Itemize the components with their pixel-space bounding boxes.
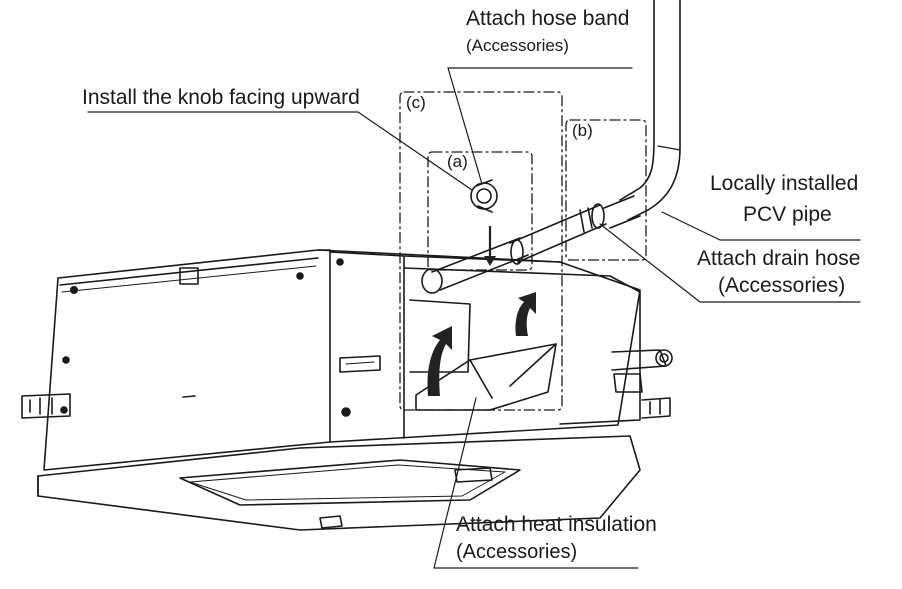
down-arrow-icon bbox=[484, 226, 496, 266]
tag-c: (c) bbox=[406, 93, 426, 112]
tag-a: (a) bbox=[447, 152, 468, 171]
label-pcv-line1: Locally installed bbox=[710, 172, 859, 195]
label-hose-band-sub: (Accessories) bbox=[466, 36, 569, 55]
hose-band bbox=[470, 179, 498, 213]
tag-b: (b) bbox=[572, 121, 593, 140]
left-hanger-bracket bbox=[21, 393, 71, 419]
label-heat-insulation-sub: (Accessories) bbox=[456, 541, 578, 563]
indoor-unit-body bbox=[43, 249, 641, 471]
ceiling-panel bbox=[37, 435, 641, 531]
label-pcv-line2: PCV pipe bbox=[743, 203, 832, 226]
label-drain-hose: Attach drain hose bbox=[697, 247, 861, 270]
label-knob: Install the knob facing upward bbox=[82, 86, 360, 109]
label-drain-hose-sub: (Accessories) bbox=[718, 274, 846, 297]
curved-arrow-icon bbox=[427, 326, 452, 396]
detail-frames bbox=[399, 91, 647, 411]
label-heat-insulation: Attach heat insulation bbox=[456, 513, 657, 536]
label-hose-band: Attach hose band bbox=[466, 7, 630, 30]
refrigerant-connection bbox=[611, 349, 673, 393]
drain-hose bbox=[421, 195, 641, 294]
right-hanger-bracket bbox=[641, 397, 671, 419]
curved-arrow-icon-right bbox=[515, 292, 536, 336]
pcv-pipe bbox=[619, 0, 681, 221]
leader-lines bbox=[87, 67, 861, 569]
